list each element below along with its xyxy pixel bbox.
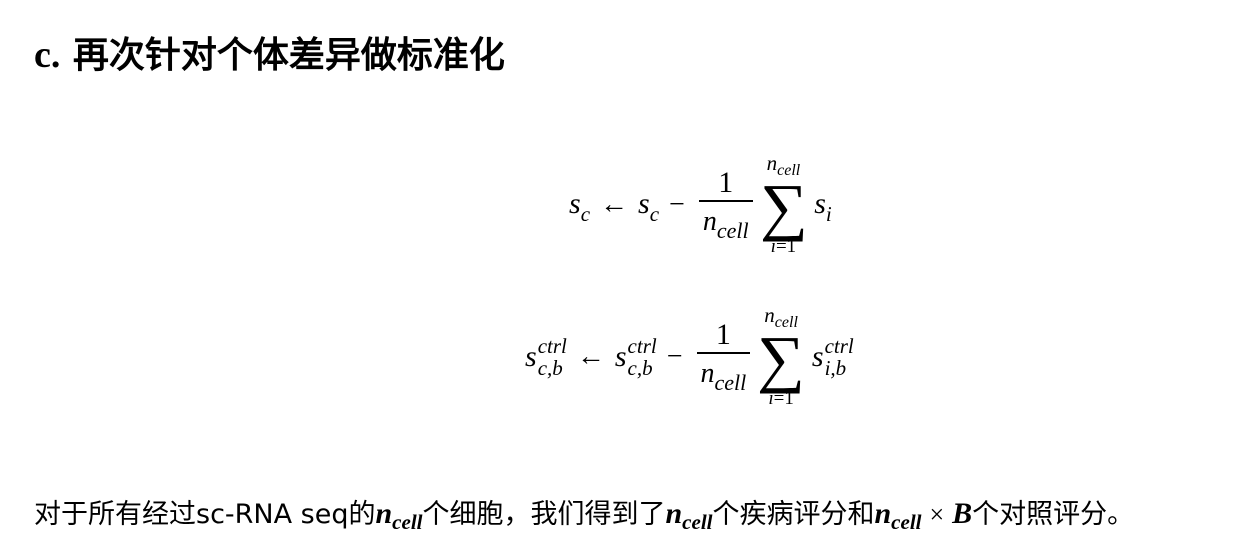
eq1-fraction: 1 ncell [698, 166, 753, 243]
eq2-frac-numerator: 1 [715, 318, 731, 351]
eq1-term: si [814, 186, 832, 226]
eq2-arrow: ← [576, 340, 605, 372]
eq2-frac-denominator: ncell [700, 358, 747, 395]
times-symbol: × [929, 500, 945, 529]
eq1-frac-numerator: 1 [718, 166, 734, 199]
eq1-frac-denominator: ncell [702, 206, 749, 243]
eq1-summation: ncell ∑ i=1 [759, 150, 808, 259]
eq2-sigma-icon: ∑ [757, 323, 806, 394]
eq1-sigma-icon: ∑ [759, 171, 808, 242]
eq1-frac-bar [698, 200, 753, 202]
section-title: 再次针对个体差异做标准化 [72, 35, 505, 76]
eq2-minus: − [666, 340, 683, 372]
n-cell-symbol: ncell [375, 497, 423, 534]
eq2-frac-bar [696, 352, 751, 354]
eq1-sum-upper: ncell [766, 151, 801, 179]
b-symbol: B [952, 497, 973, 530]
eq2-sum-upper: ncell [764, 303, 798, 331]
summary-paragraph: 对于所有经过sc-RNA seq的ncell个细胞，我们得到了ncell个疾病评… [34, 497, 1135, 534]
eq1-lhs: sc [569, 186, 591, 226]
n-cell-symbol: ncell [665, 497, 713, 534]
equation-1: sc ← sc − 1 ncell ncell ∑ i=1 si [569, 150, 832, 259]
eq1-arrow: ← [600, 188, 629, 220]
section-prefix: c. [34, 34, 61, 76]
eq2-sum-lower: i=1 [768, 388, 794, 409]
section-heading: c. 再次针对个体差异做标准化 [34, 28, 505, 83]
eq2-fraction: 1 ncell [696, 318, 751, 395]
eq2-summation: ncell ∑ i=1 [757, 302, 806, 411]
eq1-rhs: sc [638, 186, 660, 226]
eq1-sum-lower: i=1 [770, 236, 797, 257]
eq1-minus: − [669, 188, 685, 220]
n-cell-symbol: ncell [874, 497, 922, 534]
